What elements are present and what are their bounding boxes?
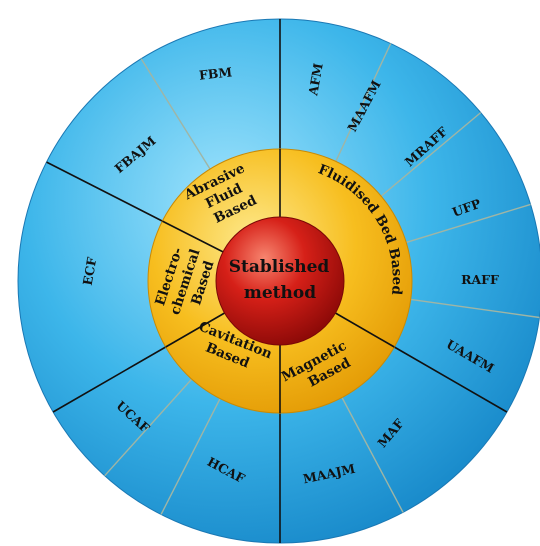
center-label-line-2: method	[244, 283, 316, 303]
center-circle	[216, 217, 344, 345]
method-label-raff: RAFF	[461, 272, 499, 287]
center-label-line-1: Stablished	[229, 257, 330, 277]
